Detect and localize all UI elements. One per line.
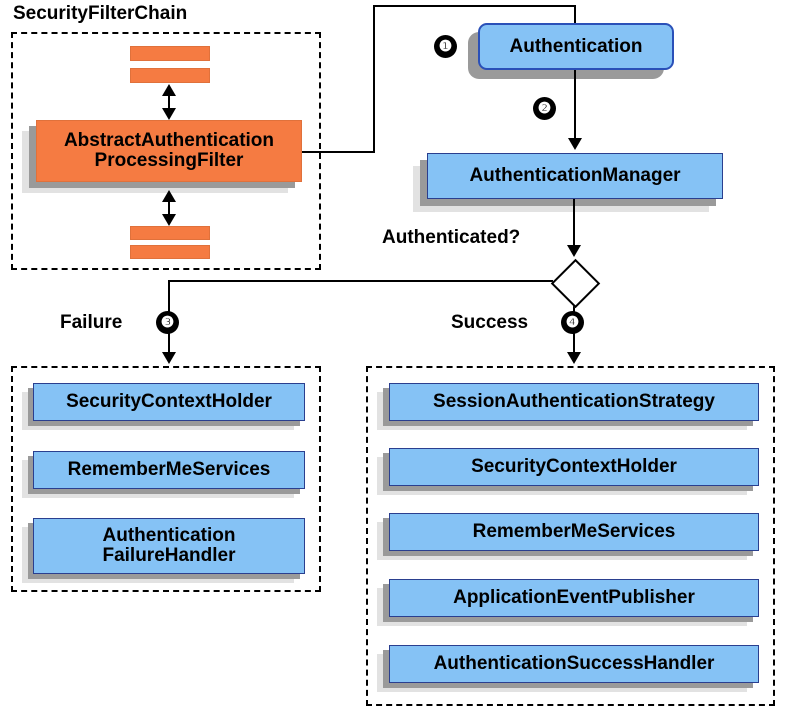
step-marker-4: ❹: [561, 311, 584, 334]
filter-link-bottom-line: [168, 196, 170, 224]
connector-manager-to-decision-arrow: [567, 245, 581, 257]
filter-link-top-line: [168, 90, 170, 118]
connector-filter-to-authentication-v: [373, 5, 375, 153]
connector-decision-to-failure-arrow: [162, 352, 176, 364]
node-failure-handler-remember-me-services[interactable]: RememberMeServices: [33, 451, 305, 489]
connector-authentication-to-manager-arrow: [568, 138, 582, 150]
node-abstract-authentication-processing-filter[interactable]: AbstractAuthentication ProcessingFilter: [36, 120, 302, 182]
filter-bar-4: [130, 245, 210, 259]
step-marker-3: ❸: [156, 311, 179, 334]
filter-link-bottom-arrow-up: [162, 190, 176, 202]
connector-filter-to-authentication-h2: [373, 5, 576, 7]
node-success-handler-remember-me-services[interactable]: RememberMeServices: [389, 513, 759, 551]
failure-handler-2-label-line1: Authentication: [102, 525, 236, 547]
group-box-success: [366, 366, 775, 706]
node-authentication[interactable]: Authentication: [478, 23, 674, 70]
decision-diamond-authenticated: [550, 258, 601, 309]
filter-link-top-arrow-down: [162, 108, 176, 120]
node-success-handler-session-authentication-strategy[interactable]: SessionAuthenticationStrategy: [389, 383, 759, 421]
filter-link-top-arrow-up: [162, 84, 176, 96]
connector-filter-to-authentication-h1: [302, 151, 375, 153]
abstract-filter-label-line2: ProcessingFilter: [94, 150, 244, 171]
filter-bar-1: [130, 46, 210, 61]
label-success: Success: [451, 312, 529, 333]
node-success-handler-security-context-holder[interactable]: SecurityContextHolder: [389, 448, 759, 486]
group-box-failure: [11, 366, 321, 592]
node-success-handler-application-event-publisher[interactable]: ApplicationEventPublisher: [389, 579, 759, 617]
connector-decision-to-failure-h: [168, 280, 553, 282]
filter-bar-3: [130, 226, 210, 240]
group-title-security-filter-chain: SecurityFilterChain: [13, 3, 188, 24]
failure-handler-2-label-line2: FailureHandler: [102, 545, 236, 566]
abstract-filter-label-line1: AbstractAuthentication: [63, 130, 275, 152]
node-failure-handler-security-context-holder[interactable]: SecurityContextHolder: [33, 383, 305, 421]
node-success-handler-authentication-success-handler[interactable]: AuthenticationSuccessHandler: [389, 645, 759, 683]
filter-bar-2: [130, 68, 210, 83]
step-marker-1: ❶: [434, 35, 457, 58]
filter-link-bottom-arrow-down: [162, 214, 176, 226]
connector-manager-to-decision: [573, 199, 575, 247]
node-authentication-manager[interactable]: AuthenticationManager: [427, 153, 723, 199]
connector-into-authentication: [574, 5, 576, 27]
node-failure-handler-authentication-failure-handler[interactable]: Authentication FailureHandler: [33, 518, 305, 574]
label-authenticated-question: Authenticated?: [382, 227, 521, 248]
connector-authentication-to-manager: [574, 70, 576, 140]
label-failure: Failure: [60, 312, 123, 333]
connector-decision-to-success-arrow: [567, 352, 581, 364]
step-marker-2: ❷: [533, 97, 556, 120]
